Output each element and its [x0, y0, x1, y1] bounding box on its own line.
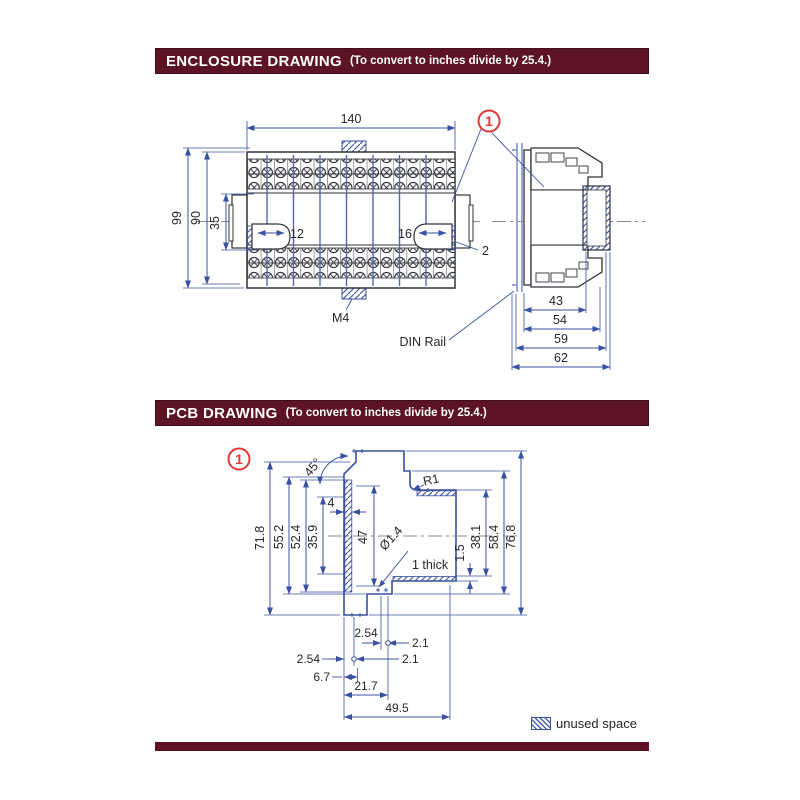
- dim-h-71-8: 71.8: [253, 526, 267, 550]
- dim-height-99: 99: [170, 211, 184, 225]
- pcb-header-title: PCB DRAWING: [166, 404, 278, 422]
- enclosure-front-view: [228, 140, 474, 300]
- right-end-bracket-lip: [468, 204, 474, 242]
- dim-w-21-7: 21.7: [354, 679, 378, 693]
- hole-marker-b: [351, 656, 357, 662]
- dim-slot-12: 12: [290, 227, 304, 241]
- pcb-header-subtitle: (To convert to inches divide by 25.4.): [285, 407, 487, 419]
- enclosure-header-bar: ENCLOSURE DRAWING (To convert to inches …: [155, 48, 649, 74]
- pcb-dimensions: 45° R1 4 71.8 55.2 52.4 35.9 47 Ø1.4 1 t…: [253, 450, 527, 720]
- terminal-strips: [246, 158, 456, 279]
- enclosure-dimensions: 140 99 90 35 12 16 2 M4 DIN Rail 43: [170, 112, 611, 370]
- din-rail: [512, 143, 523, 292]
- module-separator-lines: [266, 155, 427, 286]
- dim-band-4: 4: [328, 496, 335, 510]
- dim-h-1-5: 1.5: [453, 544, 467, 561]
- dim-h-38-1: 38.1: [469, 525, 483, 549]
- left-end-bracket: [231, 194, 248, 249]
- footer-bar: [155, 742, 649, 751]
- housing-cavity: [530, 189, 589, 246]
- dim-fillet-r1: R1: [422, 472, 441, 489]
- dim-width-140: 140: [341, 112, 362, 126]
- enclosure-callout-1: 1: [451, 109, 545, 203]
- top-mount-tab: [341, 140, 367, 153]
- dim-h-35-9: 35.9: [306, 525, 320, 549]
- dim-depth-62: 62: [554, 351, 568, 365]
- dim-h-55-2: 55.2: [272, 525, 286, 549]
- enclosure-callout-number: 1: [485, 113, 493, 129]
- pcb-callout-number: 1: [235, 451, 243, 467]
- dim-depth-59: 59: [554, 332, 568, 346]
- dim-pitch-254-a: 2.54: [354, 626, 378, 640]
- left-clip-slot: [251, 223, 291, 250]
- dim-height-90: 90: [189, 211, 203, 225]
- dim-slot-16: 16: [398, 227, 412, 241]
- enclosure-header-title: ENCLOSURE DRAWING: [166, 52, 342, 70]
- unused-space-label: unused space: [556, 716, 637, 731]
- pcb-header-bar: PCB DRAWING (To convert to inches divide…: [155, 400, 649, 426]
- hole-marker-a: [385, 640, 391, 646]
- connector-box-cavity: [586, 189, 607, 247]
- pcb-callout-1: 1: [227, 447, 251, 471]
- label-din-rail: DIN Rail: [399, 335, 446, 349]
- dim-w-49-5: 49.5: [385, 701, 409, 715]
- right-clip-slot: [413, 223, 453, 250]
- terminal-cross-sections: [535, 152, 589, 283]
- dim-depth-54: 54: [553, 313, 567, 327]
- dim-h-52-4: 52.4: [289, 525, 303, 549]
- dim-gap-2: 2: [482, 244, 489, 258]
- label-1-thick: 1 thick: [412, 558, 449, 572]
- dim-h-58-4: 58.4: [487, 525, 501, 549]
- dim-h-47: 47: [356, 530, 370, 544]
- dim-offset-21-b: 2.1: [402, 652, 419, 666]
- dim-w-6-7: 6.7: [313, 670, 330, 684]
- label-m4: M4: [332, 311, 349, 325]
- right-end-bracket: [454, 194, 471, 249]
- bottom-mount-tab: [341, 287, 367, 300]
- dim-slot-35: 35: [208, 216, 222, 230]
- pcb-drawing: 45° R1 4 71.8 55.2 52.4 35.9 47 Ø1.4 1 t…: [227, 447, 527, 720]
- dim-depth-43: 43: [549, 294, 563, 308]
- legend: unused space: [531, 716, 637, 731]
- unused-space-swatch: [531, 717, 551, 730]
- enclosure-header-subtitle: (To convert to inches divide by 25.4.): [349, 55, 552, 67]
- enclosure-drawing: 140 99 90 35 12 16 2 M4 DIN Rail 43: [170, 109, 645, 370]
- left-end-bracket-lip: [228, 204, 234, 242]
- dim-h-76-8: 76.8: [504, 525, 518, 549]
- enclosure-side-view: [512, 143, 611, 292]
- dim-pitch-254-b: 2.54: [297, 652, 321, 666]
- dim-offset-21-a: 2.1: [412, 636, 429, 650]
- pcb-pads: [350, 449, 430, 617]
